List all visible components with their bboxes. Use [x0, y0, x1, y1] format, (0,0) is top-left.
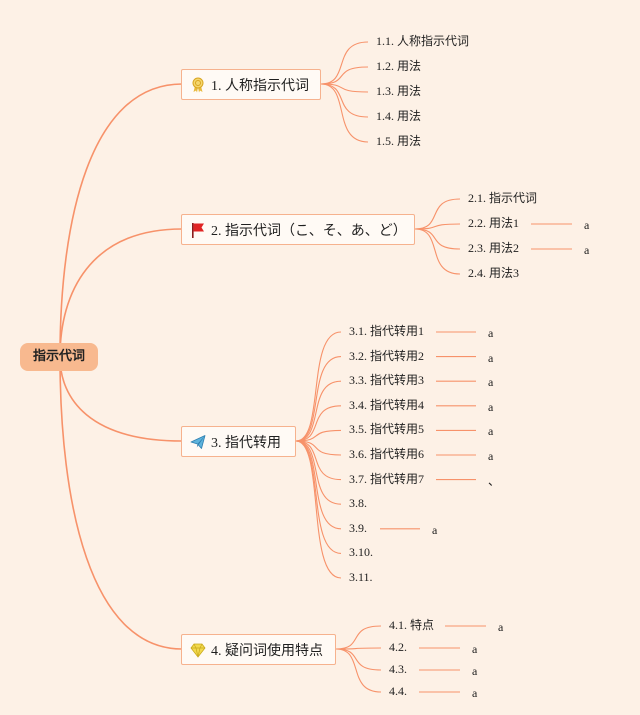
leaf-label[interactable]: 3.3. 指代转用3	[349, 373, 425, 388]
branch-node-3[interactable]: 3. 指代转用	[181, 426, 296, 457]
leaf-note[interactable]: a	[488, 326, 494, 340]
leaf-note[interactable]: a	[584, 218, 590, 232]
leaf-label[interactable]: 2.4. 用法3	[468, 266, 520, 280]
paper-plane-icon	[190, 434, 206, 450]
leaf-note[interactable]: 、	[488, 473, 501, 488]
leaf-label[interactable]: 3.4. 指代转用4	[349, 397, 425, 412]
branch-3-to-leaf-11-connector	[295, 440, 342, 579]
root-node[interactable]: 指示代词	[20, 343, 98, 371]
leaf-label[interactable]: 3.10.	[349, 545, 373, 560]
branch-label-4: 4. 疑问词使用特点	[211, 643, 323, 659]
branch-3-to-leaf-6-connector	[295, 440, 342, 456]
leaf-label[interactable]: 2.1. 指示代词	[468, 191, 538, 205]
leaf-note[interactable]: a	[584, 243, 590, 257]
branch-2-to-leaf-4-connector	[414, 228, 461, 275]
award-ribbon-icon	[190, 77, 206, 93]
branch-1-to-leaf-5-connector	[320, 83, 369, 143]
leaf-label[interactable]: 3.9.	[349, 520, 367, 535]
branch-2-to-leaf-3-connector	[414, 228, 461, 250]
leaf-note[interactable]: a	[488, 399, 494, 414]
branch-2-to-leaf-1-connector	[414, 198, 461, 230]
branch-3-to-leaf-3-connector	[295, 380, 342, 442]
branch-node-4[interactable]: 4. 疑问词使用特点	[181, 634, 336, 665]
diamond-icon	[190, 642, 206, 658]
leaf-label[interactable]: 2.2. 用法1	[468, 216, 520, 230]
leaf-note[interactable]: a	[488, 375, 494, 390]
branch-3-to-leaf-2-connector	[295, 356, 342, 442]
branch-1-to-leaf-1-connector	[320, 41, 369, 85]
leaf-note[interactable]: a	[488, 350, 494, 365]
leaf-label[interactable]: 1.3. 用法	[376, 84, 422, 98]
leaf-note[interactable]: a	[498, 620, 504, 634]
leaf-note[interactable]: a	[472, 642, 478, 656]
leaf-note[interactable]: a	[472, 664, 478, 678]
root-to-branch-3-connector	[59, 356, 183, 442]
leaf-label[interactable]: 4.2.	[389, 640, 407, 654]
leaf-label[interactable]: 3.8.	[349, 496, 367, 511]
root-to-branch-4-connector	[59, 356, 183, 650]
leaf-note[interactable]: a	[488, 424, 494, 439]
leaf-label[interactable]: 2.3. 用法2	[468, 241, 520, 255]
leaf-label[interactable]: 3.1. 指代转用1	[349, 324, 425, 338]
branch-label-2: 2. 指示代词（こ、そ、あ、ど）	[211, 223, 407, 239]
red-flag-icon	[190, 222, 206, 238]
branch-4-to-leaf-1-connector	[335, 625, 382, 650]
leaf-label[interactable]: 3.2. 指代转用2	[349, 348, 425, 363]
branch-4-to-leaf-2-connector	[335, 647, 382, 650]
branch-3-to-leaf-4-connector	[295, 405, 342, 442]
branch-label-1: 1. 人称指示代词	[211, 78, 309, 94]
branch-1-to-leaf-4-connector	[320, 83, 369, 118]
leaf-label[interactable]: 3.6. 指代转用6	[349, 447, 425, 461]
branch-3-to-leaf-5-connector	[295, 429, 342, 442]
leaf-label[interactable]: 3.7. 指代转用7	[349, 471, 425, 486]
branch-node-2[interactable]: 2. 指示代词（こ、そ、あ、ど）	[181, 214, 415, 245]
leaf-label[interactable]: 1.1. 人称指示代词	[376, 34, 470, 48]
root-to-branch-2-connector	[59, 228, 183, 358]
leaf-label[interactable]: 1.4. 用法	[376, 109, 422, 123]
leaf-label[interactable]: 1.5. 用法	[376, 134, 422, 148]
leaf-label[interactable]: 1.2. 用法	[376, 59, 422, 73]
branch-label-3: 3. 指代转用	[211, 435, 281, 451]
branch-4-to-leaf-3-connector	[335, 648, 382, 671]
branch-1-to-leaf-3-connector	[320, 83, 369, 93]
branch-1-to-leaf-2-connector	[320, 66, 369, 85]
root-to-branch-1-connector	[59, 83, 183, 358]
leaf-label[interactable]: 4.3.	[389, 662, 407, 676]
branch-3-to-leaf-1-connector	[295, 331, 342, 442]
branch-node-1[interactable]: 1. 人称指示代词	[181, 69, 321, 100]
branch-2-to-leaf-2-connector	[414, 223, 461, 230]
leaf-note[interactable]: a	[488, 449, 494, 463]
leaf-label[interactable]: 4.1. 特点	[389, 618, 435, 632]
leaf-note[interactable]: a	[432, 522, 438, 537]
leaf-label[interactable]: 4.4.	[389, 684, 407, 698]
leaf-note[interactable]: a	[472, 686, 478, 700]
leaf-label[interactable]: 3.11.	[349, 570, 373, 584]
branch-3-to-leaf-7-connector	[295, 440, 342, 481]
branch-4-to-leaf-4-connector	[335, 648, 382, 693]
leaf-label[interactable]: 3.5. 指代转用5	[349, 422, 425, 437]
